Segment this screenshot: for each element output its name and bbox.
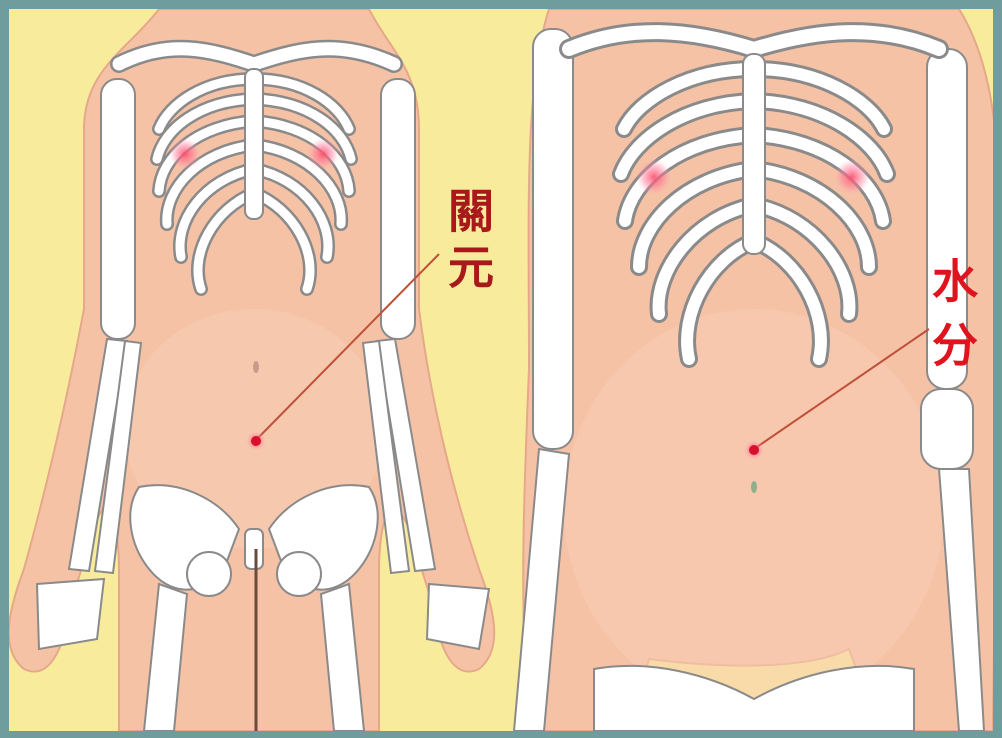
right-figure bbox=[514, 9, 993, 731]
left-acupoint-label: 關元 bbox=[443, 187, 491, 299]
left-figure bbox=[9, 9, 494, 731]
diagram-panel: 關元 水分 bbox=[9, 9, 993, 731]
acupoint-diagram bbox=[9, 9, 993, 731]
left-humerus-l bbox=[101, 79, 135, 339]
right-acupoint-marker bbox=[749, 445, 759, 455]
left-acupoint-marker bbox=[251, 436, 261, 446]
right-acupoint-label: 水分 bbox=[927, 257, 975, 385]
left-humerus-r bbox=[381, 79, 415, 339]
